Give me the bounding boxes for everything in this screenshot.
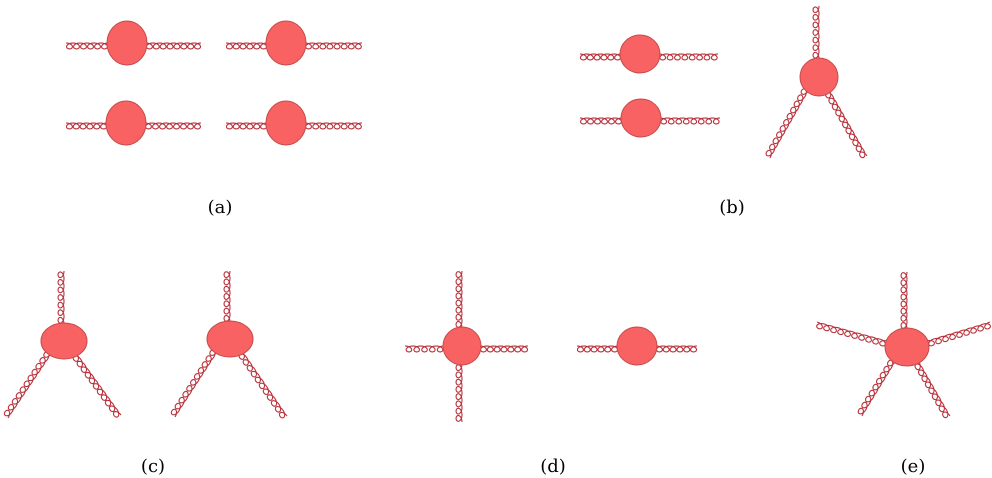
gluon-leg-bottom-right: [238, 351, 288, 419]
caption-e: (e): [901, 456, 926, 477]
gluon-leg-left: [404, 345, 445, 353]
two-point-blob: [105, 100, 147, 146]
gluon-leg-left: [579, 117, 623, 125]
gluon-leg-right: [304, 42, 363, 50]
gluon-leg-right: [658, 53, 719, 61]
gluon-leg-right: [144, 122, 202, 130]
gluon-leg-bottom-right: [824, 90, 868, 159]
three-point-blob: [206, 320, 254, 358]
gluon-leg-top: [812, 5, 820, 60]
caption-b: (b): [719, 197, 745, 218]
four-point-blob: [442, 326, 482, 366]
three-point-blob: [40, 322, 88, 360]
gluon-leg-right: [655, 345, 698, 353]
gluon-leg-top: [57, 270, 65, 325]
gluon-leg-right: [926, 321, 991, 347]
gluon-leg-bottom-left: [765, 88, 810, 159]
gluon-leg-top: [900, 271, 908, 330]
gluon-leg-left: [579, 53, 622, 61]
gluon-leg-bottom-right: [914, 361, 951, 419]
diagrams-layer: [3, 5, 991, 423]
gluon-leg-bottom-right: [72, 353, 122, 418]
three-point-blob: [799, 57, 839, 97]
two-point-blob: [619, 34, 661, 74]
gluon-leg-left: [65, 42, 109, 50]
gluon-leg-bottom-left: [3, 351, 52, 419]
gluon-leg-top: [223, 270, 231, 323]
gluon-leg-left: [225, 122, 268, 130]
gluon-leg-right: [659, 117, 721, 125]
gluon-leg-left: [576, 345, 619, 353]
two-point-blob: [620, 98, 662, 138]
caption-d: (d): [540, 456, 566, 477]
gluon-leg-bottom-left: [857, 359, 896, 417]
gluon-leg-left: [816, 321, 888, 347]
gluon-leg-top: [455, 270, 463, 329]
gluon-leg-left: [225, 42, 268, 50]
two-point-blob: [265, 100, 307, 146]
gluon-leg-right: [304, 122, 363, 130]
gluon-leg-right: [145, 42, 202, 50]
two-point-blob: [106, 20, 148, 66]
gluon-leg-bottom-left: [170, 349, 218, 418]
gluon-leg-bottom: [455, 363, 463, 423]
two-point-blob: [265, 20, 307, 66]
five-point-blob: [884, 327, 930, 367]
caption-c: (c): [141, 456, 165, 477]
two-point-blob: [616, 326, 658, 366]
gluon-leg-left: [65, 122, 108, 130]
caption-a: (a): [208, 197, 233, 218]
gluon-leg-right: [479, 345, 529, 353]
